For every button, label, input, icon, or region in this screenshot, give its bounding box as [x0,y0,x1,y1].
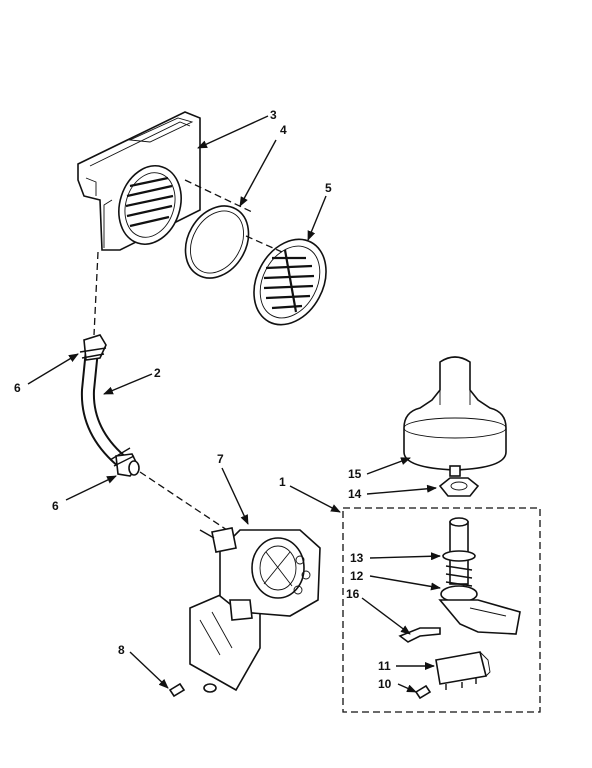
mounting-screw-part [168,682,186,698]
leader-lines [27,115,441,693]
callout-14: 14 [348,487,362,501]
callout-2: 2 [154,366,161,380]
callout-12: 12 [350,569,364,583]
float-part [403,356,507,477]
spring-part [440,565,478,603]
gasket-ring-part [184,205,250,279]
callout-15: 15 [348,467,362,481]
actuator-lever-part [398,599,521,643]
callout-8: 8 [118,643,125,657]
callout-5: 5 [325,181,332,195]
callout-10: 10 [378,677,392,691]
callout-1: 1 [279,475,286,489]
callout-6-top: 6 [14,381,21,395]
drain-hose-part [80,334,140,477]
assembly-line-hose-pump [139,471,231,533]
filter-grille-part [253,238,327,326]
callout-16: 16 [346,587,360,601]
switch-screw-part [414,684,432,700]
assembly-line-hose-top [93,251,99,336]
hose-clamp-bottom-part [109,447,135,467]
callout-7: 7 [217,452,224,466]
hex-nut-part [438,477,480,497]
callout-11: 11 [378,659,391,673]
micro-switch-part [435,651,491,690]
callout-4: 4 [280,123,287,137]
callout-6-bottom: 6 [52,499,59,513]
inlet-housing-part [77,111,201,251]
washer-part [442,550,476,562]
drain-pump-part [189,527,321,693]
callout-3: 3 [270,108,277,122]
hose-clamp-top-part [79,347,107,359]
callout-13: 13 [350,551,364,565]
float-switch-assembly-box [342,507,541,713]
